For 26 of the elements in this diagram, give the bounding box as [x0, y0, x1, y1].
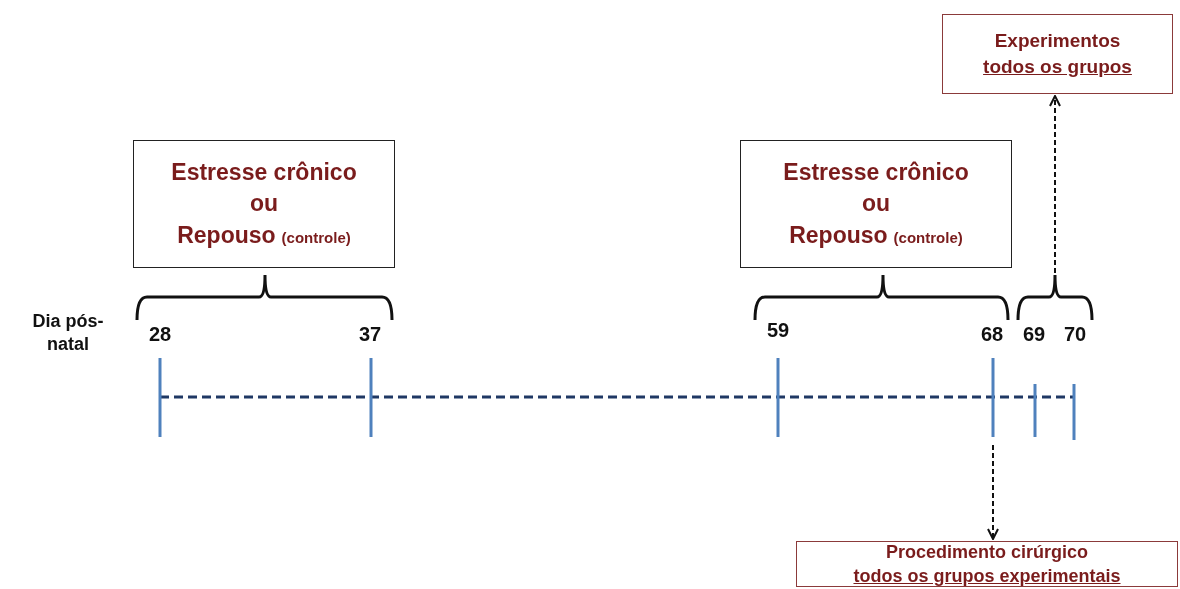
text-box [942, 14, 1173, 94]
box-text: (controle) [893, 227, 963, 248]
box-text: (controle) [281, 227, 351, 248]
tick-label: 28 [147, 322, 173, 347]
box-text: todos os grupos [983, 55, 1132, 79]
tick-label: 59 [765, 318, 791, 343]
text-box [740, 140, 1012, 268]
curly-brace [1016, 273, 1094, 322]
box-text: Repouso [177, 220, 276, 250]
tick-label: 68 [979, 322, 1005, 347]
tick-label: 70 [1062, 322, 1088, 347]
box-text: Estresse crônico [783, 158, 969, 188]
axis-title: Dia pós-natal [31, 310, 105, 355]
box-text: ou [249, 189, 279, 219]
box-text: Procedimento cirúrgico [885, 540, 1088, 564]
box-text: Estresse crônico [171, 158, 357, 188]
box-text: Experimentos [994, 29, 1121, 54]
box-text: todos os grupos experimentais [853, 565, 1121, 588]
arrow [987, 444, 999, 540]
box-text: ou [861, 189, 891, 219]
text-box [133, 140, 395, 268]
arrow [1049, 95, 1061, 274]
tick-label: 69 [1021, 322, 1047, 347]
box-text: Repouso [789, 220, 888, 250]
text-box [796, 541, 1178, 587]
tick-label: 37 [357, 322, 383, 347]
